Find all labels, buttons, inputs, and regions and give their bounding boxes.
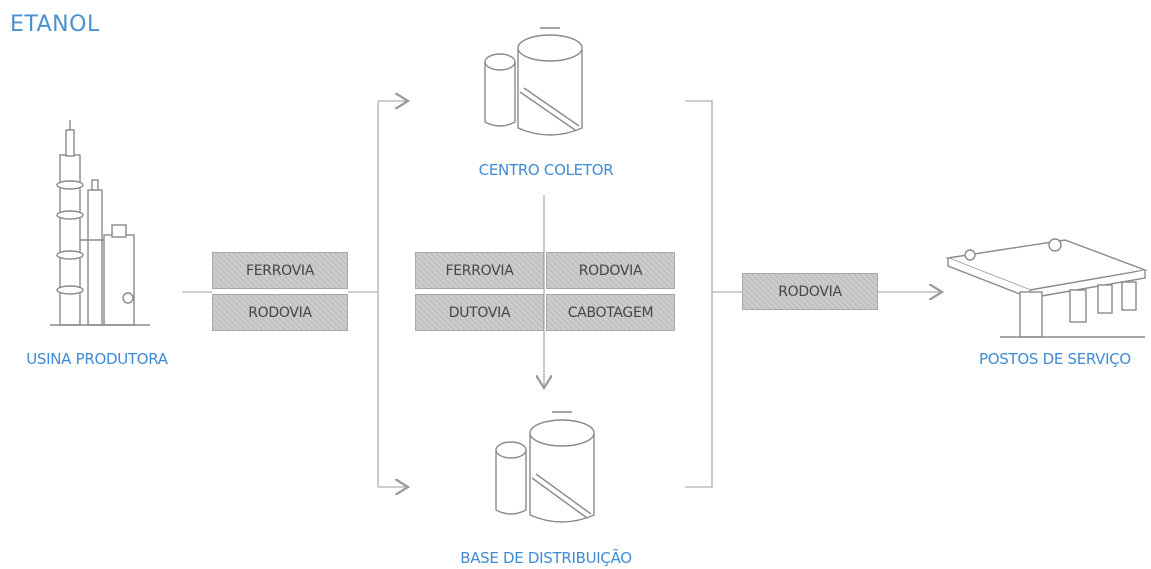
- mode-box-rodovia-center: RODOVIA: [546, 252, 675, 289]
- mode-box-ferrovia-left: FERROVIA: [212, 252, 348, 289]
- mode-box-cabotagem-center: CABOTAGEM: [546, 294, 675, 331]
- page-title: ETANOL: [10, 12, 100, 37]
- node-label-centro-coletor: CENTRO COLETOR: [478, 161, 614, 179]
- mode-box-ferrovia-center: FERROVIA: [415, 252, 544, 289]
- usina-icon: [50, 120, 150, 326]
- node-label-usina: USINA PRODUTORA: [26, 350, 168, 368]
- posto-servico-icon: [945, 238, 1148, 338]
- node-label-base-distribuicao: BASE DE DISTRIBUIÇÃO: [460, 549, 632, 567]
- mode-box-rodovia-right: RODOVIA: [742, 273, 878, 310]
- merge-bracket: [685, 100, 713, 488]
- mode-box-rodovia-left: RODOVIA: [212, 294, 348, 331]
- node-label-postos: POSTOS DE SERVIÇO: [979, 350, 1131, 368]
- base-distribuicao-tanks-icon: [495, 411, 595, 523]
- mode-box-dutovia-center: DUTOVIA: [415, 294, 544, 331]
- centro-coletor-tanks-icon: [484, 27, 583, 136]
